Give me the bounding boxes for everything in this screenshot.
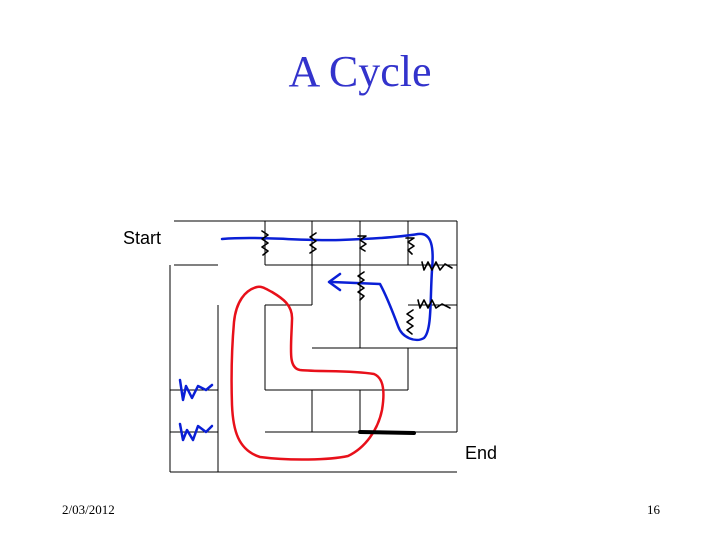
blue-arrowhead bbox=[327, 272, 342, 292]
black-squiggles bbox=[261, 230, 453, 335]
slide-title: A Cycle bbox=[288, 47, 432, 96]
squiggle-1 bbox=[261, 230, 269, 256]
squiggle-3 bbox=[357, 235, 367, 252]
blue-squiggle-lower bbox=[178, 422, 214, 442]
footer-date: 2/03/2012 bbox=[62, 502, 115, 517]
squiggle-8 bbox=[417, 299, 451, 309]
squiggle-2 bbox=[309, 232, 317, 254]
squiggle-7 bbox=[421, 261, 453, 271]
squiggle-5 bbox=[357, 271, 365, 301]
squiggle-4 bbox=[405, 237, 415, 255]
black-wall-mark bbox=[358, 430, 416, 435]
red-cycle-loop bbox=[230, 285, 385, 461]
start-label: Start bbox=[123, 228, 162, 248]
blue-squiggle-upper bbox=[178, 378, 214, 402]
end-label: End bbox=[465, 443, 498, 463]
squiggle-6 bbox=[406, 309, 414, 335]
page-number: 16 bbox=[647, 502, 660, 517]
